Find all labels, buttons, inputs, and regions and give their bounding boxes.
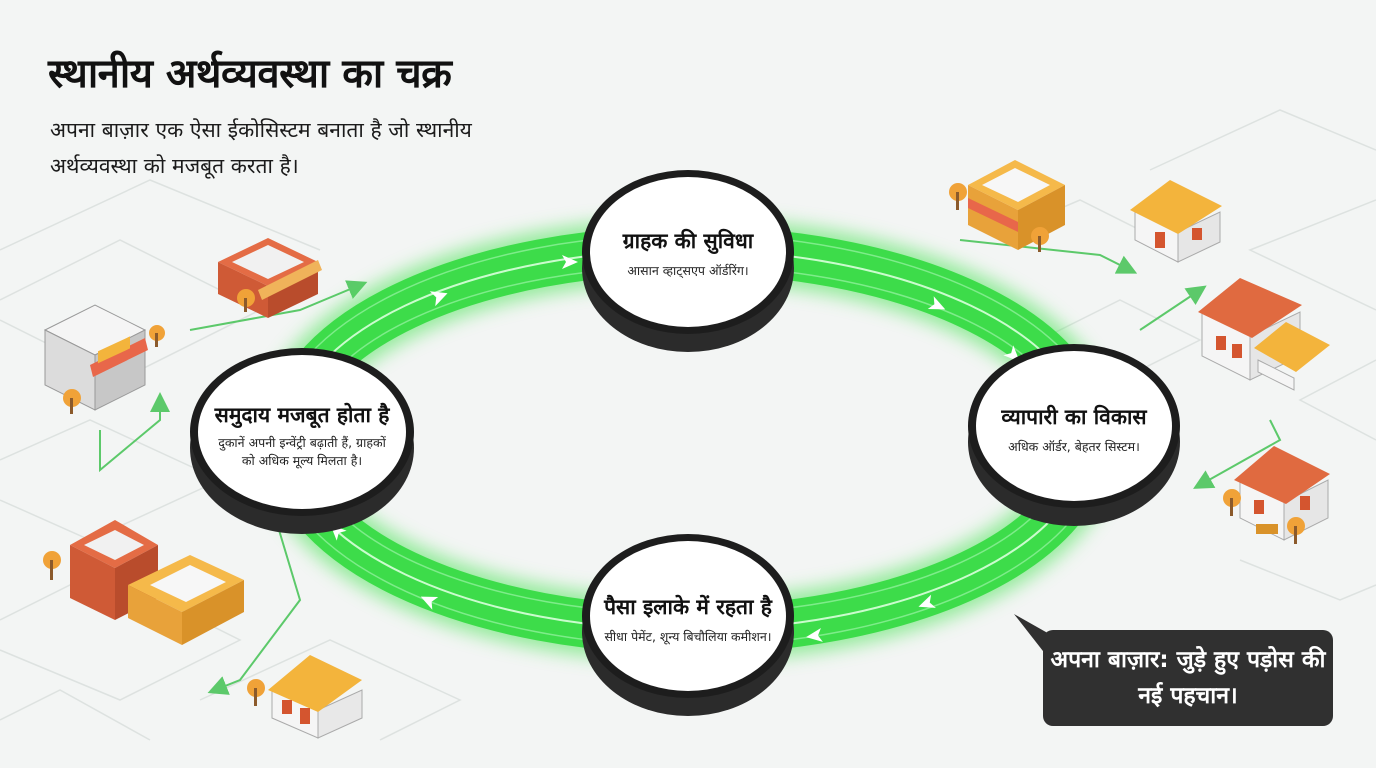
shop-building-left-bottom [43,520,244,645]
node-disc-customer [582,170,794,352]
callout-text: अपना बाज़ार: जुड़े हुए पड़ोस की नई पहचान… [1050,647,1326,709]
arrow-icon [927,296,946,310]
shop-building-left-top [218,238,322,318]
house-bottom-left [247,655,363,739]
node-community-stronger: समुदाय मजबूत होता है दुकानें अपनी इन्वें… [214,372,390,500]
node-title: ग्राहक की सुविधा [622,229,754,253]
node-disc-community [190,348,414,534]
node-title: समुदाय मजबूत होता है [214,403,390,427]
callout-box: अपना बाज़ार: जुड़े हुए पड़ोस की नई पहचान… [1043,630,1333,726]
node-money-stays-local: पैसा इलाके में रहता है सीधा पेमेंट, शून्… [604,562,772,678]
house-right-mid [1198,278,1330,391]
arrow-icon [420,596,439,610]
node-customer-convenience: ग्राहक की सुविधा आसान व्हाट्सएप ऑर्डरिंग… [608,196,768,312]
node-description: अधिक ऑर्डर, बेहतर सिस्टम। [1008,439,1140,454]
node-merchant-growth: व्यापारी का विकास अधिक ऑर्डर, बेहतर सिस्… [994,372,1154,488]
node-title: व्यापारी का विकास [1001,405,1147,429]
node-description: दुकानें अपनी इन्वेंट्री बढ़ाती हैं, ग्रा… [218,435,386,468]
arrow-icon [562,255,578,269]
arrow-icon [806,627,823,642]
flow-arrows [330,255,1020,642]
page-subtitle: अपना बाज़ार एक ऐसा ईकोसिस्टम बनाता है जो… [50,118,472,178]
arrow-icon [429,291,448,307]
shop-building-left-mid [43,304,165,414]
node-description: आसान व्हाट्सएप ऑर्डरिंग। [627,263,749,278]
arrow-icon [918,594,936,608]
node-disc-merchant [968,344,1180,526]
delivery-paths [99,239,1282,695]
node-disc-money [582,534,794,716]
house-right-bottom [1223,446,1330,544]
house-right-top [1130,180,1222,263]
page-title: स्थानीय अर्थव्यवस्था का चक्र [48,51,452,97]
shop-building-right-top [949,160,1065,252]
node-title: पैसा इलाके में रहता है [604,595,772,619]
node-description: सीधा पेमेंट, शून्य बिचौलिया कमीशन। [604,629,772,644]
